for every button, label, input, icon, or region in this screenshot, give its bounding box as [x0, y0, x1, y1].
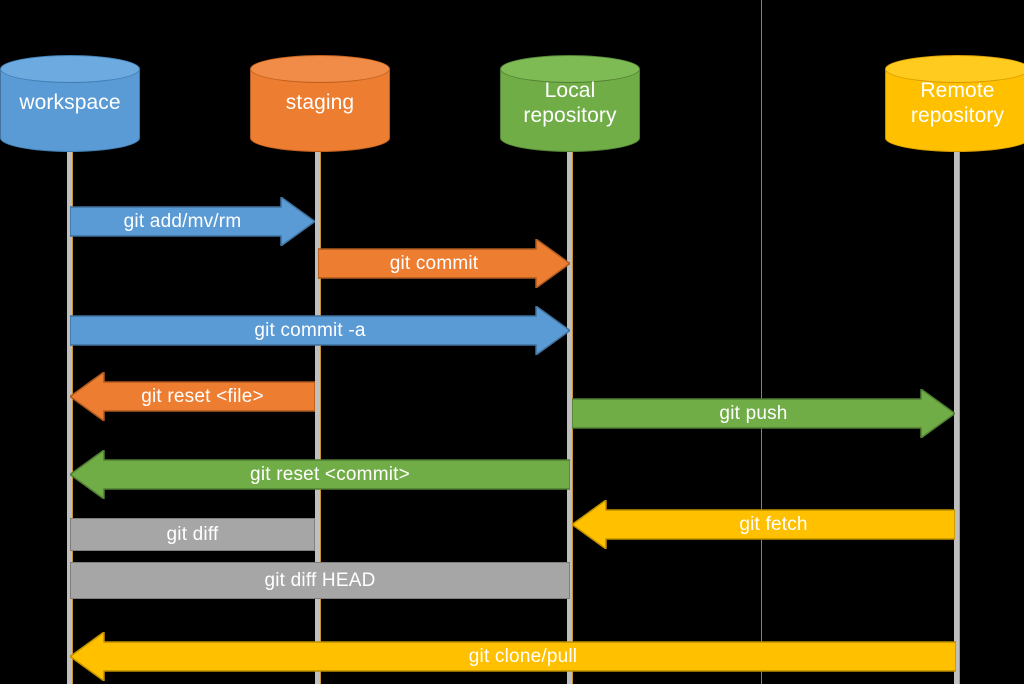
local-remote-divider — [761, 0, 762, 684]
arrow-label-git-commit: git commit — [389, 252, 479, 274]
bar-git-diff[interactable]: git diff — [70, 518, 315, 551]
arrow-shape-git-fetch — [572, 500, 955, 549]
arrow-git-clone-pull[interactable]: git clone/pull — [70, 632, 956, 681]
arrow-git-fetch[interactable]: git fetch — [572, 500, 955, 549]
cylinder-top — [250, 55, 390, 83]
arrow-label-git-fetch: git fetch — [739, 513, 808, 535]
bar-git-diff-head[interactable]: git diff HEAD — [70, 562, 570, 599]
arrow-shape-git-commit-a — [70, 306, 570, 355]
bar-label-git-diff-head: git diff HEAD — [264, 569, 376, 591]
arrow-label-git-reset-commit: git reset <commit> — [250, 463, 410, 485]
arrow-git-add[interactable]: git add/mv/rm — [70, 197, 315, 246]
arrow-label-git-commit-a: git commit -a — [254, 319, 366, 341]
node-workspace[interactable]: workspace — [0, 55, 140, 152]
arrow-git-reset-commit[interactable]: git reset <commit> — [70, 450, 570, 499]
arrow-git-commit-a[interactable]: git commit -a — [70, 306, 570, 355]
arrow-label-git-push: git push — [719, 402, 788, 424]
arrow-shape-git-commit — [318, 239, 570, 288]
cylinder-top — [885, 55, 1024, 83]
lifeline-workspace — [67, 144, 73, 684]
arrow-shape-git-add — [70, 197, 315, 246]
arrow-shape-git-reset-file — [70, 372, 315, 421]
bar-label-git-diff: git diff — [166, 523, 219, 545]
lifeline-remote-repository — [954, 144, 960, 684]
arrow-shape-git-push — [572, 389, 955, 438]
node-staging[interactable]: staging — [250, 55, 390, 152]
arrow-shape-git-reset-commit — [70, 450, 570, 499]
cylinder-top — [500, 55, 640, 83]
arrow-git-commit[interactable]: git commit — [318, 239, 570, 288]
arrow-label-git-reset-file: git reset <file> — [141, 385, 264, 407]
node-local-repository[interactable]: Local repository — [500, 55, 640, 152]
arrow-label-git-clone-pull: git clone/pull — [468, 645, 578, 667]
cylinder-top — [0, 55, 140, 83]
node-remote-repository[interactable]: Remote repository — [885, 55, 1024, 152]
lifeline-staging — [315, 144, 321, 684]
arrow-git-reset-file[interactable]: git reset <file> — [70, 372, 315, 421]
arrow-git-push[interactable]: git push — [572, 389, 955, 438]
arrow-label-git-add: git add/mv/rm — [123, 210, 242, 232]
arrow-shape-git-clone-pull — [70, 632, 956, 681]
